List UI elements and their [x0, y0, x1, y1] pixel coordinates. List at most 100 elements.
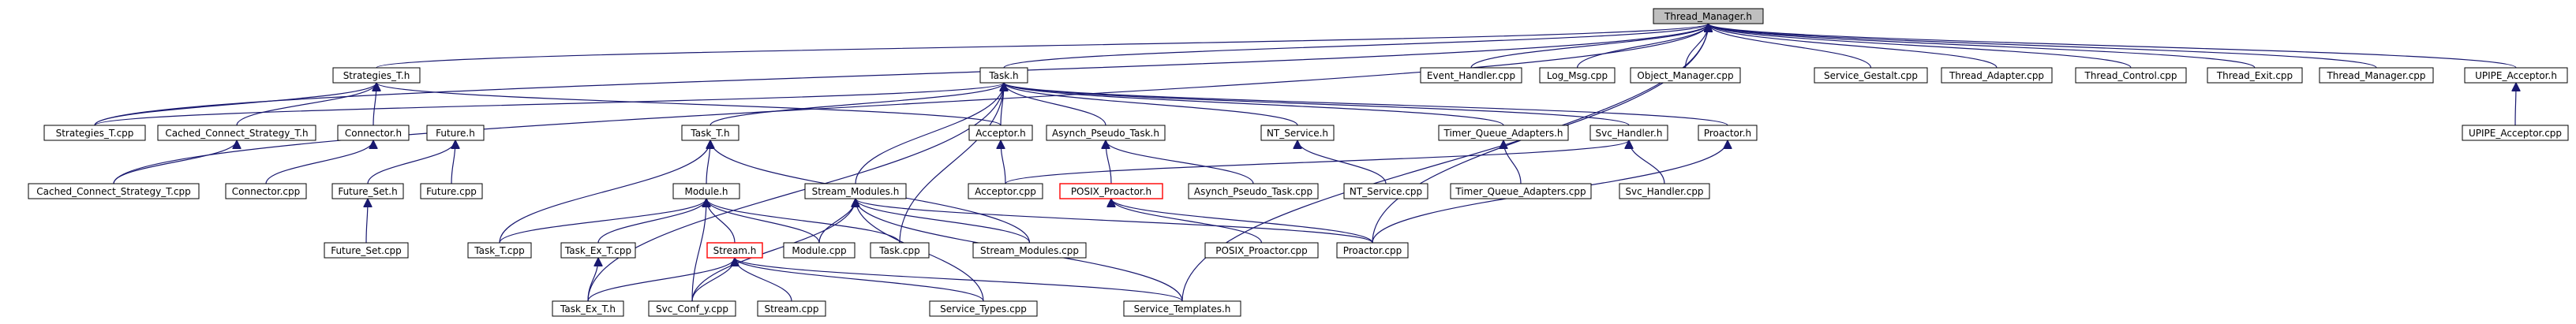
node-strategies-t-h[interactable]: Strategies_T.h [332, 67, 421, 84]
edge-event-handler-cpp-to-thread-manager-h [1470, 23, 1709, 69]
node-box [783, 242, 856, 259]
edge-task-t-cpp-to-task-t-h [499, 140, 710, 244]
node-box [1653, 8, 1764, 24]
node-box [1046, 125, 1166, 141]
node-box [1343, 183, 1428, 199]
node-connector-h[interactable]: Connector.h [337, 125, 410, 141]
node-posix-proactor-cpp[interactable]: POSIX_Proactor.cpp [1204, 242, 1319, 259]
node-label: UPIPE_Acceptor.h [2475, 70, 2557, 81]
node-box [1188, 183, 1319, 199]
node-label: Thread_Manager.h [1664, 11, 1752, 22]
node-asynch-pseudo-task-cpp[interactable]: Asynch_Pseudo_Task.cpp [1188, 183, 1319, 199]
node-box [467, 242, 532, 259]
node-thread-manager-cpp[interactable]: Thread_Manager.cpp [2319, 67, 2434, 84]
node-cached-connect-strategy-t-cpp[interactable]: Cached_Connect_Strategy_T.cpp [28, 183, 200, 199]
node-service-templates-h[interactable]: Service_Templates.h [1123, 300, 1241, 317]
edge-task-t-h-to-task-h [710, 82, 1004, 126]
node-acceptor-cpp[interactable]: Acceptor.cpp [968, 183, 1043, 199]
node-cached-connect-strategy-t-h[interactable]: Cached_Connect_Strategy_T.h [157, 125, 316, 141]
node-proactor-cpp[interactable]: Proactor.cpp [1336, 242, 1409, 259]
node-stream-cpp[interactable]: Stream.cpp [757, 300, 826, 317]
node-label: UPIPE_Acceptor.cpp [2469, 128, 2562, 139]
edge-task-ex-t-h-to-stream-h [587, 257, 735, 302]
node-label: Module.h [684, 186, 728, 197]
edge-timer-queue-adapters-cpp-to-timer-queue-adapters-h [1503, 140, 1522, 184]
node-stream-h[interactable]: Stream.h [706, 242, 763, 259]
edge-stream-modules-h-to-task-h [855, 83, 1004, 184]
node-thread-exit-cpp[interactable]: Thread_Exit.cpp [2207, 67, 2303, 84]
edge-nt-service-cpp-to-nt-service-h [1297, 140, 1387, 184]
node-label: Svc_Handler.h [1596, 128, 1663, 139]
node-svc-handler-cpp[interactable]: Svc_Handler.cpp [1619, 183, 1710, 199]
edge-svc-handler-cpp-to-svc-handler-h [1629, 140, 1665, 184]
node-connector-cpp[interactable]: Connector.cpp [225, 183, 307, 199]
node-asynch-pseudo-task-h[interactable]: Asynch_Pseudo_Task.h [1046, 125, 1166, 141]
node-proactor-h[interactable]: Proactor.h [1698, 125, 1758, 141]
node-label: Connector.cpp [232, 186, 300, 197]
edge-thread-exit-cpp-to-thread-manager-h [1709, 23, 2256, 69]
node-service-gestalt-cpp[interactable]: Service_Gestalt.cpp [1814, 67, 1928, 84]
node-event-handler-cpp[interactable]: Event_Handler.cpp [1420, 67, 1522, 84]
node-box [1450, 183, 1592, 199]
node-object-manager-cpp[interactable]: Object_Manager.cpp [1630, 67, 1741, 84]
node-label: Svc_Conf_y.cpp [656, 304, 728, 315]
node-box [979, 67, 1028, 84]
node-box [2075, 67, 2187, 84]
node-service-types-cpp[interactable]: Service_Types.cpp [929, 300, 1038, 317]
node-stream-modules-cpp[interactable]: Stream_Modules.cpp [972, 242, 1087, 259]
edge-module-cpp-to-module-h [706, 198, 820, 244]
node-nt-service-cpp[interactable]: NT_Service.cpp [1343, 183, 1428, 199]
node-nt-service-h[interactable]: NT_Service.h [1260, 125, 1335, 141]
node-box [757, 300, 826, 317]
node-posix-proactor-h[interactable]: POSIX_Proactor.h [1059, 183, 1163, 199]
node-label: Strategies_T.cpp [56, 128, 134, 139]
node-thread-manager-h[interactable]: Thread_Manager.h [1653, 8, 1764, 24]
node-upipe-acceptor-cpp[interactable]: UPIPE_Acceptor.cpp [2462, 125, 2569, 141]
node-timer-queue-adapters-h[interactable]: Timer_Queue_Adapters.h [1438, 125, 1569, 141]
node-strategies-t-cpp[interactable]: Strategies_T.cpp [43, 125, 146, 141]
node-box [1539, 67, 1616, 84]
edge-cached-connect-strategy-t-h-to-strategies-t-h [236, 82, 376, 126]
edge-proactor-cpp-to-stream-modules-h [856, 198, 1373, 244]
node-future-cpp[interactable]: Future.cpp [420, 183, 483, 199]
edge-upipe-acceptor-cpp-to-upipe-acceptor-h [2515, 83, 2516, 126]
node-svc-conf-y-cpp[interactable]: Svc_Conf_y.cpp [648, 300, 736, 317]
edge-task-h-to-thread-manager-h [1003, 23, 1709, 69]
node-future-set-cpp[interactable]: Future_Set.cpp [324, 242, 409, 259]
node-task-t-h[interactable]: Task_T.h [681, 125, 739, 141]
node-future-h[interactable]: Future.h [426, 125, 485, 141]
node-box [552, 300, 624, 317]
edge-stream-modules-cpp-to-stream-modules-h [856, 198, 1031, 244]
edge-strategies-t-cpp-to-task-h [94, 82, 1004, 126]
node-acceptor-h[interactable]: Acceptor.h [968, 125, 1033, 141]
node-task-ex-t-cpp[interactable]: Task_Ex_T.cpp [560, 242, 636, 259]
node-task-cpp[interactable]: Task.cpp [870, 242, 930, 259]
node-label: Service_Templates.h [1134, 304, 1231, 315]
node-label: Strategies_T.h [343, 70, 410, 81]
node-thread-control-cpp[interactable]: Thread_Control.cpp [2075, 67, 2187, 84]
node-future-set-h[interactable]: Future_Set.h [331, 183, 404, 199]
node-task-ex-t-h[interactable]: Task_Ex_T.h [552, 300, 624, 317]
node-label: Cached_Connect_Strategy_T.cpp [36, 186, 191, 197]
node-label: Stream_Modules.h [812, 186, 900, 197]
edge-task-cpp-to-task-h [899, 83, 1004, 244]
node-module-cpp[interactable]: Module.cpp [783, 242, 856, 259]
node-box [1630, 67, 1741, 84]
node-box [1619, 183, 1710, 199]
node-box [337, 125, 410, 141]
node-module-h[interactable]: Module.h [672, 183, 740, 199]
node-task-t-cpp[interactable]: Task_T.cpp [467, 242, 532, 259]
node-upipe-acceptor-h[interactable]: UPIPE_Acceptor.h [2464, 67, 2568, 84]
node-task-h[interactable]: Task.h [979, 67, 1028, 84]
node-label: NT_Service.cpp [1350, 186, 1422, 197]
node-label: Task_Ex_T.cpp [564, 245, 631, 256]
node-svc-handler-h[interactable]: Svc_Handler.h [1589, 125, 1668, 141]
node-box [1204, 242, 1319, 259]
node-stream-modules-h[interactable]: Stream_Modules.h [804, 183, 907, 199]
node-timer-queue-adapters-cpp[interactable]: Timer_Queue_Adapters.cpp [1450, 183, 1592, 199]
node-box [1420, 67, 1522, 84]
node-thread-adapter-cpp[interactable]: Thread_Adapter.cpp [1941, 67, 2053, 84]
edge-acceptor-cpp-to-svc-handler-h [1005, 140, 1629, 184]
node-log-msg-cpp[interactable]: Log_Msg.cpp [1539, 67, 1616, 84]
